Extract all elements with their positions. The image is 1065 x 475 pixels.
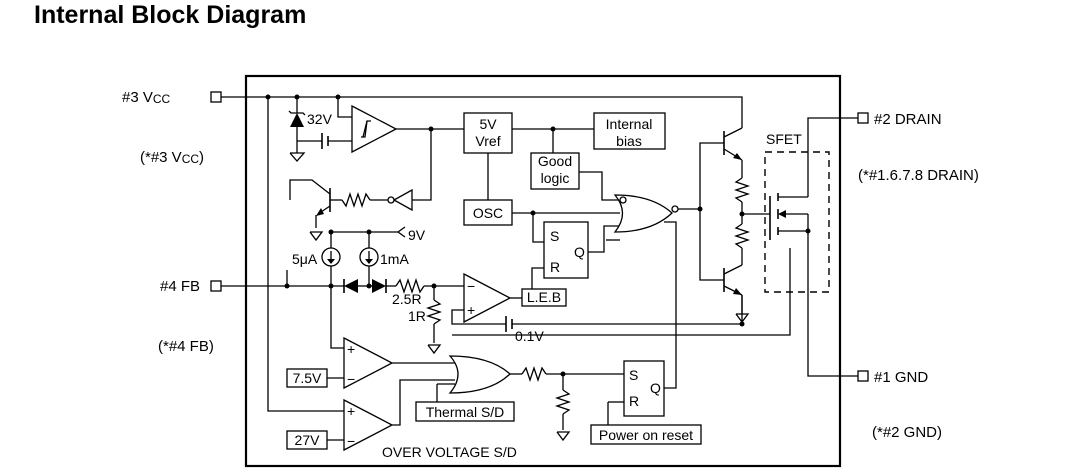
ovp-pulldown-resistor xyxy=(554,389,572,415)
current-source-5ua xyxy=(321,232,341,286)
vcc-pin[interactable] xyxy=(210,91,222,103)
vcc-rail xyxy=(221,96,743,128)
uvlo-inverter xyxy=(387,188,413,212)
bias-label-1: Internal xyxy=(606,116,653,132)
ovsd-label: OVER VOLTAGE S/D xyxy=(382,444,517,460)
comp3-plus: + xyxy=(347,403,355,419)
fb-pin-label: #4 FB xyxy=(160,278,200,295)
thermal-label: Thermal S/D xyxy=(426,404,505,420)
drain-wire xyxy=(807,117,858,197)
power-on-reset-block xyxy=(590,424,702,445)
or-gate xyxy=(448,355,511,394)
vref-label-2: Vref xyxy=(475,133,500,149)
gate-resistor-top xyxy=(733,177,751,203)
latch1-s: S xyxy=(550,228,559,244)
good-logic-label-1: Good xyxy=(538,153,572,169)
pwm-minus: − xyxy=(467,278,475,294)
fb-alt-label: (*#4 FB) xyxy=(158,338,214,355)
gnd-alt-label: (*#2 GND) xyxy=(872,424,942,441)
latch2-r: R xyxy=(629,393,639,409)
ovp-resistor xyxy=(521,365,547,383)
comp2-minus: − xyxy=(347,371,355,387)
i5-label: 5μA xyxy=(292,251,318,267)
uvlo-comparator xyxy=(351,104,398,154)
r1-label: 1R xyxy=(408,308,426,324)
latch2-s: S xyxy=(629,367,638,383)
fb-pin[interactable] xyxy=(210,280,222,292)
sfet-label: SFET xyxy=(766,131,802,147)
thermal-sd-block xyxy=(415,401,515,422)
comp2-plus: + xyxy=(347,341,355,357)
pwm-latch xyxy=(543,221,589,279)
ref-27v-label: 27V xyxy=(295,432,321,448)
vcc-ovp-comparator xyxy=(343,398,394,452)
zener-label: 32V xyxy=(307,111,333,127)
good-logic-label-2: logic xyxy=(541,170,570,186)
gnd-pin[interactable] xyxy=(857,370,869,382)
i1-label: 1mA xyxy=(380,251,409,267)
good-logic-block xyxy=(530,152,580,190)
drain-alt-label: (*#1.6.7.8 DRAIN) xyxy=(858,167,979,184)
comp3-minus: − xyxy=(347,433,355,449)
bias-label-2: bias xyxy=(616,133,642,149)
leb-block xyxy=(521,288,567,307)
gnd-wire xyxy=(807,231,858,377)
internal-bias-block xyxy=(593,112,666,150)
zener-diode xyxy=(288,97,306,162)
gate-resistor-bottom xyxy=(733,223,751,249)
v01-label: 0.1V xyxy=(515,328,544,344)
latch1-q: Q xyxy=(574,244,585,260)
current-source-1ma xyxy=(359,232,379,286)
vcc-pin-label: #3 VCC xyxy=(122,89,171,106)
vcc-alt-label: (*#3 VCC) xyxy=(140,149,204,166)
ref-7-5v-label: 7.5V xyxy=(293,370,322,386)
gnd-pin-label: #1 GND xyxy=(874,369,928,386)
latch2-q: Q xyxy=(650,380,661,396)
pwm-plus: + xyxy=(467,302,475,318)
fb-ovp-comparator xyxy=(343,336,394,390)
resistor-1r xyxy=(425,299,443,325)
drain-pin-label: #2 DRAIN xyxy=(874,111,942,128)
sfet-outline xyxy=(764,151,830,293)
r25-label: 2.5R xyxy=(392,291,422,307)
leb-label: L.E.B xyxy=(527,289,561,305)
vref-label-1: 5V xyxy=(479,116,497,132)
v9-label: 9V xyxy=(408,227,426,243)
drain-pin[interactable] xyxy=(857,112,869,124)
shutdown-latch xyxy=(623,360,665,417)
latch1-r: R xyxy=(550,259,560,275)
diagram-title: Internal Block Diagram xyxy=(34,1,307,29)
driver-npn-high xyxy=(723,127,743,161)
resistor-2-5r xyxy=(395,277,425,295)
ic-frame xyxy=(244,74,842,468)
pwm-comparator xyxy=(463,272,512,324)
base-resistor xyxy=(341,191,371,209)
nor-gate xyxy=(613,194,679,233)
por-label: Power on reset xyxy=(599,427,693,443)
fb-diodes xyxy=(343,279,396,293)
osc-label: OSC xyxy=(473,205,503,221)
driver-pnp-low xyxy=(723,264,743,296)
